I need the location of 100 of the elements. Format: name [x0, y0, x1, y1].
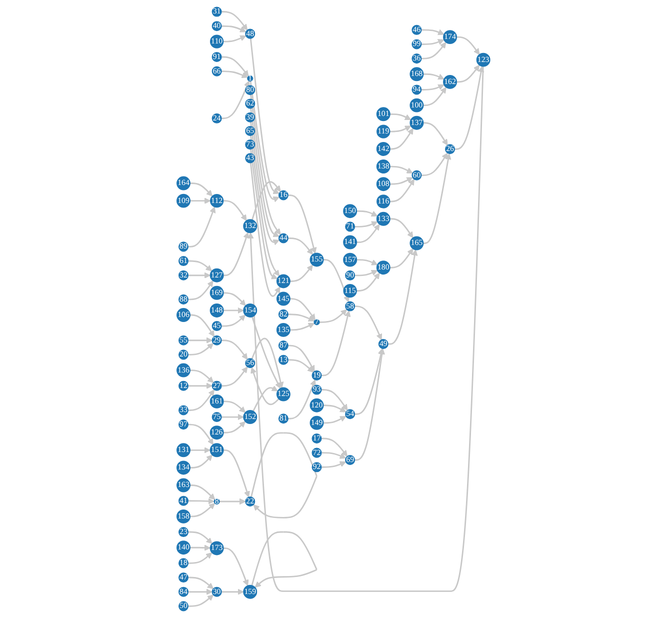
arrow	[288, 359, 314, 373]
arrow	[420, 152, 448, 176]
arrow	[322, 259, 350, 302]
arrow	[290, 298, 316, 320]
arrow	[222, 35, 246, 42]
arrow	[356, 210, 378, 217]
arrow	[188, 260, 212, 272]
arrow	[190, 447, 210, 454]
arrow	[223, 449, 250, 498]
arrow	[422, 73, 444, 80]
arrow	[190, 370, 214, 383]
arrow	[422, 87, 446, 106]
arrow	[420, 84, 444, 90]
arrow	[188, 272, 210, 279]
arrow	[221, 414, 244, 420]
arrow	[321, 452, 346, 459]
arrow	[219, 498, 246, 505]
arrow	[290, 322, 314, 331]
arrow	[188, 280, 213, 300]
arrow	[354, 348, 384, 415]
arrow	[390, 128, 413, 150]
arrow	[422, 122, 448, 146]
arrow	[188, 389, 214, 411]
arrow	[223, 232, 249, 276]
arrow	[250, 338, 284, 388]
arrow	[388, 250, 418, 345]
arrow	[354, 306, 382, 340]
arrow	[188, 343, 214, 356]
arrow	[321, 438, 348, 457]
arrow	[223, 292, 246, 306]
arrow	[222, 200, 246, 221]
arrow	[288, 238, 313, 255]
arrow	[456, 36, 480, 55]
arrow	[354, 221, 378, 228]
arrow	[188, 531, 212, 544]
arrow	[250, 149, 278, 280]
arrow	[420, 42, 446, 60]
arrow	[250, 162, 280, 297]
arrow	[190, 544, 210, 551]
arrow	[390, 177, 412, 185]
arrow	[321, 461, 346, 468]
arrow	[420, 29, 444, 36]
arrow	[454, 66, 484, 150]
arrow	[321, 389, 348, 411]
arrow	[188, 594, 214, 607]
arrow	[223, 548, 248, 586]
arrow	[221, 340, 248, 360]
arrow	[188, 206, 216, 248]
arrow	[321, 310, 350, 376]
arrow	[389, 126, 411, 132]
arrow	[221, 80, 250, 120]
arrow	[319, 309, 347, 323]
arrow	[190, 454, 212, 468]
arrow	[223, 400, 246, 413]
arrow	[250, 122, 280, 246]
arrow	[250, 432, 317, 518]
arrow	[190, 484, 215, 500]
arrow	[390, 113, 411, 120]
arrow	[251, 316, 280, 389]
arrow	[223, 421, 246, 434]
arrow	[250, 531, 317, 588]
arrow	[250, 367, 279, 406]
arrow	[249, 81, 280, 202]
arrow	[356, 272, 380, 292]
arrow	[456, 64, 480, 83]
arrow	[188, 552, 212, 564]
arrow	[290, 264, 313, 282]
arrow	[188, 576, 214, 590]
arrow	[221, 70, 248, 78]
arrow	[250, 38, 280, 194]
arrow	[390, 166, 412, 174]
arrow	[223, 307, 244, 314]
arrow	[250, 136, 280, 276]
arrow	[389, 178, 414, 202]
arrow	[390, 248, 413, 268]
arrow	[251, 181, 280, 220]
arrow	[221, 11, 248, 30]
arrow	[322, 416, 346, 424]
arrow	[221, 588, 244, 596]
arrow	[356, 224, 380, 243]
arrow	[288, 380, 316, 420]
arrow	[188, 337, 212, 344]
arrow	[188, 424, 214, 445]
arrow	[221, 25, 246, 32]
arrow	[354, 270, 378, 276]
arrow	[422, 153, 451, 244]
arrow	[322, 404, 346, 412]
arrow	[188, 498, 214, 504]
arrow	[356, 259, 378, 266]
arrow	[288, 194, 316, 254]
arrow	[221, 56, 248, 77]
arrow	[252, 385, 278, 412]
arrow	[188, 588, 212, 596]
arrow	[190, 503, 215, 518]
arrow	[390, 218, 413, 238]
arrow	[188, 382, 212, 390]
arrow	[221, 314, 246, 327]
arrow	[288, 344, 314, 372]
arrow	[190, 314, 214, 337]
arrow	[221, 366, 248, 387]
